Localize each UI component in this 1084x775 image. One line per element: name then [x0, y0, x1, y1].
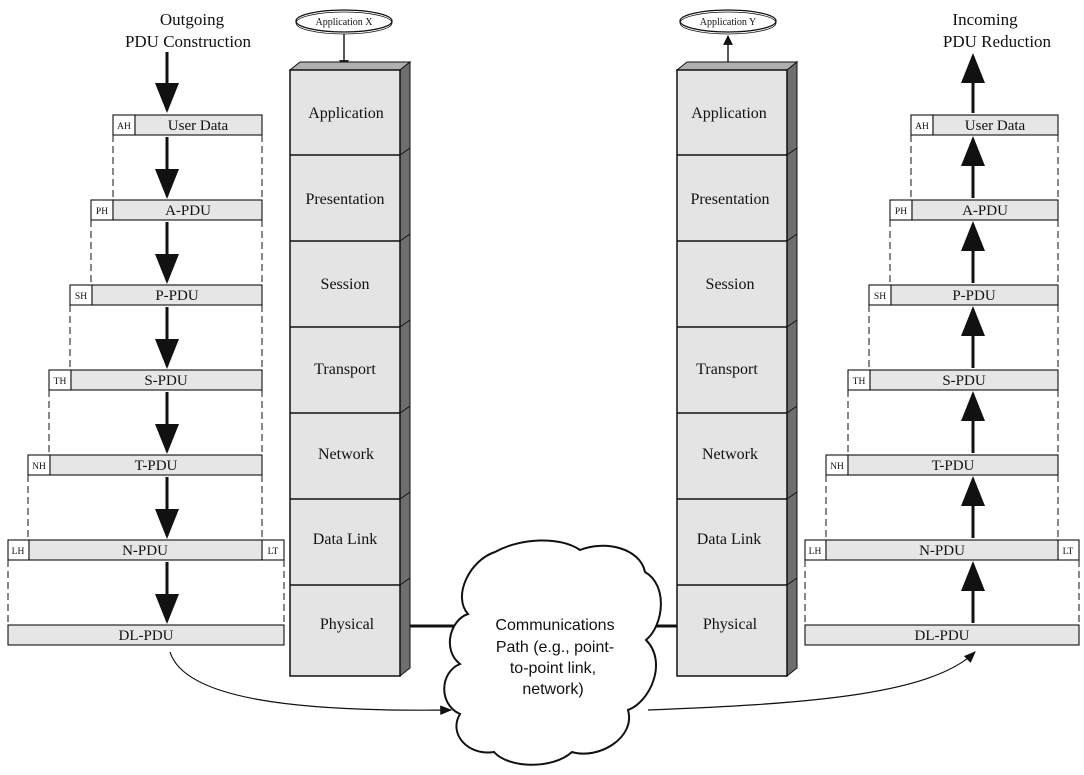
application-y-node: Application Y — [679, 9, 777, 35]
right-dl-pdu: DL-PDU — [915, 628, 970, 644]
left-header-nh: NH — [32, 462, 46, 472]
cloud-line4: network) — [522, 681, 583, 698]
right-protocol-stack: Application Presentation Session Transpo… — [675, 60, 799, 678]
cloud-line3: to-point link, — [510, 660, 596, 677]
right-title-line1: Incoming — [952, 10, 1018, 29]
left-layer-session: Session — [321, 276, 370, 293]
right-header-nh: NH — [830, 462, 844, 472]
right-p-pdu: P-PDU — [952, 288, 996, 304]
communications-path-cloud — [443, 539, 662, 766]
right-trailer-lt: LT — [1063, 547, 1074, 557]
application-x-label: Application X — [316, 17, 374, 28]
right-layer-session: Session — [706, 276, 755, 293]
left-layer-presentation: Presentation — [305, 191, 384, 208]
left-a-pdu: A-PDU — [165, 203, 211, 219]
cloud-line2: Path (e.g., point- — [496, 639, 614, 656]
dl-pdu-receive-curve — [647, 651, 976, 711]
right-layer-network: Network — [702, 446, 758, 463]
left-p-pdu: P-PDU — [155, 288, 199, 304]
right-t-pdu: T-PDU — [932, 458, 975, 474]
right-layer-physical: Physical — [703, 616, 758, 633]
right-header-lh: LH — [809, 547, 822, 557]
left-header-th: TH — [54, 377, 67, 387]
left-layer-network: Network — [318, 446, 374, 463]
left-layer-data-link: Data Link — [313, 531, 377, 548]
left-t-pdu: T-PDU — [135, 458, 178, 474]
left-user-data: User Data — [168, 118, 229, 134]
application-y-label: Application Y — [700, 17, 757, 28]
right-header-ph: PH — [895, 207, 907, 217]
left-header-lh: LH — [12, 547, 25, 557]
right-layer-data-link: Data Link — [697, 531, 761, 548]
application-x-node: Application X — [295, 9, 393, 35]
left-title-line2: PDU Construction — [125, 32, 252, 51]
left-s-pdu: S-PDU — [144, 373, 188, 389]
dl-pdu-transmit-curve — [169, 651, 453, 715]
right-user-data: User Data — [965, 118, 1026, 134]
left-layer-physical: Physical — [320, 616, 375, 633]
left-dl-pdu: DL-PDU — [119, 628, 174, 644]
right-title-line2: PDU Reduction — [943, 32, 1052, 51]
outgoing-pdu-labels: AH PH SH TH NH LH LT User Data A-PDU P-P… — [12, 118, 279, 644]
right-layer-transport: Transport — [696, 361, 758, 378]
left-protocol-stack: Application Presentation Session Transpo… — [288, 60, 412, 678]
right-header-ah: AH — [915, 122, 929, 132]
incoming-pdu-reduction — [804, 114, 1080, 646]
left-header-ah: AH — [117, 122, 131, 132]
right-n-pdu: N-PDU — [919, 543, 965, 559]
cloud-line1: Communications — [495, 617, 614, 634]
outgoing-pdu-construction — [7, 114, 285, 646]
right-s-pdu: S-PDU — [942, 373, 986, 389]
right-layer-presentation: Presentation — [690, 191, 769, 208]
right-a-pdu: A-PDU — [962, 203, 1008, 219]
left-layer-application: Application — [308, 105, 384, 122]
right-header-sh: SH — [874, 292, 886, 302]
left-n-pdu: N-PDU — [122, 543, 168, 559]
right-layer-application: Application — [691, 105, 767, 122]
incoming-pdu-labels: AH PH SH TH NH LH LT User Data A-PDU P-P… — [809, 118, 1074, 644]
right-header-th: TH — [853, 377, 866, 387]
left-trailer-lt: LT — [268, 547, 279, 557]
left-header-sh: SH — [75, 292, 87, 302]
left-header-ph: PH — [96, 207, 108, 217]
left-title-line1: Outgoing — [160, 10, 225, 29]
left-layer-transport: Transport — [314, 361, 376, 378]
